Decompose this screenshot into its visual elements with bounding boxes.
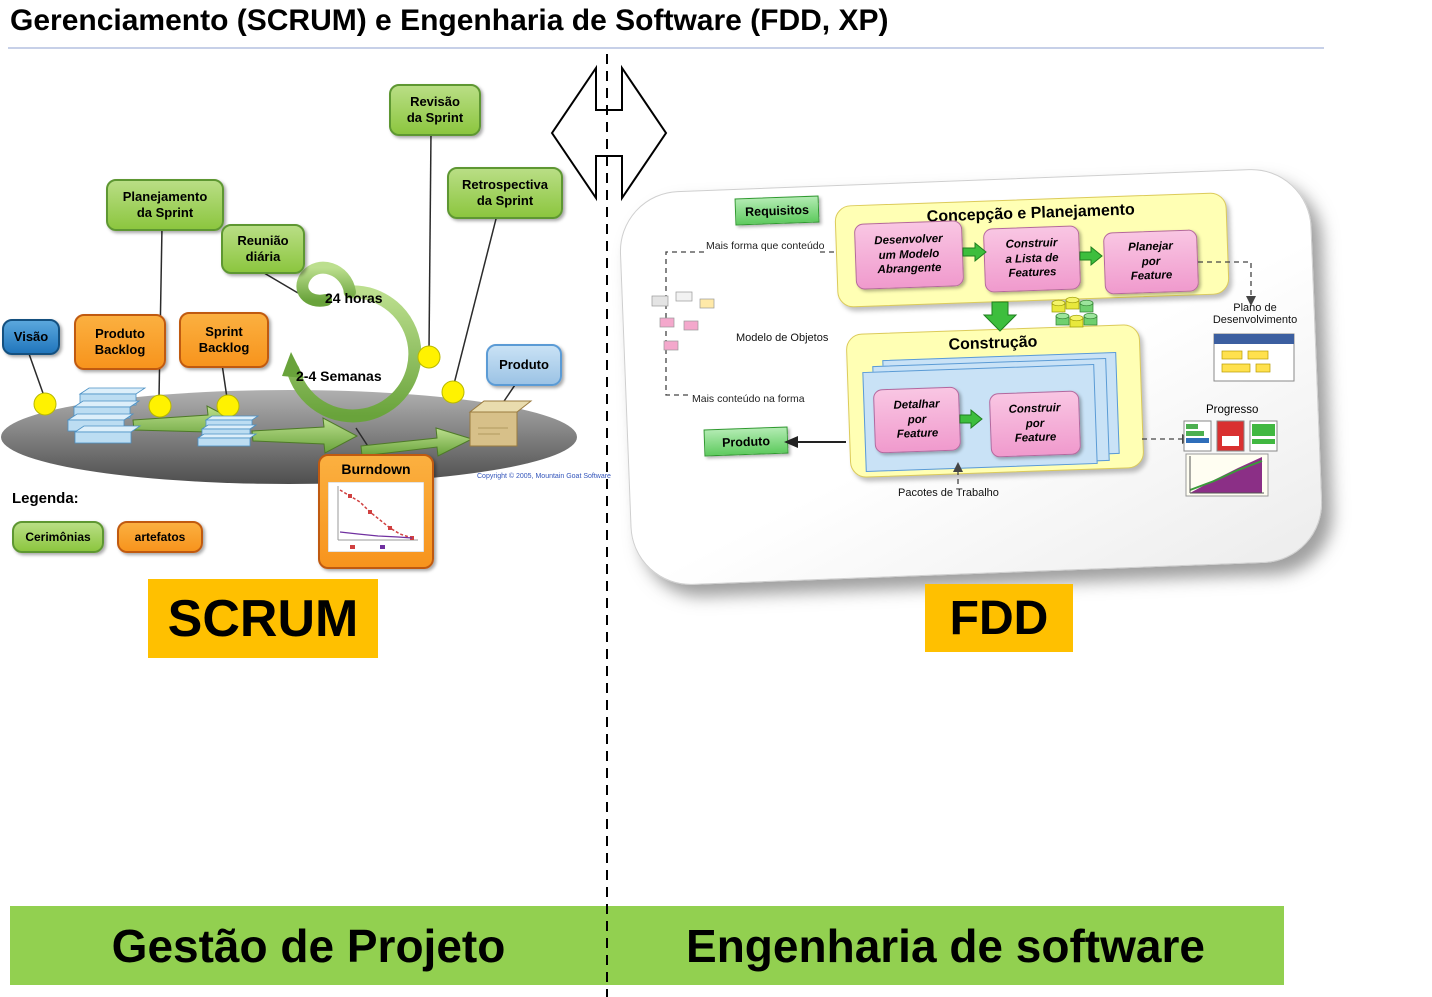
footer-right-label: Engenharia de software bbox=[686, 919, 1205, 972]
scrum-label: SCRUM bbox=[148, 579, 378, 658]
legend-cerimonias-chip: Cerimônias bbox=[12, 521, 104, 553]
scrum-box-reuniao-diaria: Reunião diária bbox=[221, 224, 305, 274]
fdd-concepcao-step-desenvolver: Desenvolver um Modelo Abrangente bbox=[853, 220, 965, 290]
scrum-ground-ellipse bbox=[1, 390, 577, 484]
annotation-pacotes-trabalho: Pacotes de Trabalho bbox=[898, 487, 999, 499]
scrum-box-burndown: Burndown bbox=[318, 454, 434, 569]
product-package-icon bbox=[468, 400, 533, 447]
title-divider bbox=[8, 47, 1324, 49]
fdd-label: FDD bbox=[925, 584, 1073, 652]
annotation-mais-forma: Mais forma que conteúdo bbox=[706, 240, 825, 252]
product-backlog-stack-icon bbox=[66, 387, 147, 444]
annotation-plano-desenvolvimento: Plano de Desenvolvimento bbox=[1212, 302, 1298, 326]
annotation-modelo-objetos: Modelo de Objetos bbox=[736, 332, 829, 344]
burndown-title: Burndown bbox=[341, 461, 411, 477]
copyright-note: Copyright © 2005, Mountain Goat Software bbox=[477, 473, 611, 480]
flow-arrow-icon bbox=[132, 405, 474, 457]
annotation-progresso: Progresso bbox=[1206, 404, 1259, 416]
legend-title: Legenda: bbox=[12, 490, 79, 507]
footer-banner bbox=[10, 906, 1284, 985]
annotation-mais-conteudo: Mais conteúdo na forma bbox=[692, 393, 805, 405]
fdd-construcao-step-detalhar: Detalhar por Feature bbox=[872, 386, 962, 454]
scrum-box-sprint-backlog: Sprint Backlog bbox=[179, 312, 269, 368]
scrum-box-planejamento-sprint: Planejamento da Sprint bbox=[106, 179, 224, 231]
footer-left-label: Gestão de Projeto bbox=[111, 919, 506, 972]
page-title: Gerenciamento (SCRUM) e Engenharia de So… bbox=[10, 4, 889, 37]
fdd-construcao-step-construir: Construir por Feature bbox=[988, 390, 1082, 458]
scrum-box-produto-backlog: Produto Backlog bbox=[74, 314, 166, 370]
annotation-24-horas: 24 horas bbox=[325, 290, 383, 306]
divider-dashed-line bbox=[606, 54, 608, 997]
fdd-produto-box: Produto bbox=[703, 426, 789, 457]
connector-lines bbox=[27, 131, 518, 455]
fdd-requisitos-box: Requisitos bbox=[734, 195, 820, 226]
annotation-2-4-semanas: 2-4 Semanas bbox=[296, 368, 382, 384]
burndown-chart bbox=[328, 481, 424, 552]
scrum-box-retrospectiva-sprint: Retrospectiva da Sprint bbox=[447, 167, 563, 219]
scrum-box-visao: Visão bbox=[2, 319, 60, 355]
fdd-concepcao-step-construir-lista: Construir a Lista de Features bbox=[982, 225, 1082, 293]
fdd-concepcao-step-planejar: Planejar por Feature bbox=[1102, 229, 1200, 295]
scrum-box-produto: Produto bbox=[486, 344, 562, 386]
scrum-box-revisao-sprint: Revisão da Sprint bbox=[389, 84, 481, 136]
exchange-arrow-icon bbox=[550, 64, 668, 202]
sprint-backlog-stack-icon bbox=[196, 415, 260, 447]
legend-artefatos-chip: artefatos bbox=[117, 521, 203, 553]
